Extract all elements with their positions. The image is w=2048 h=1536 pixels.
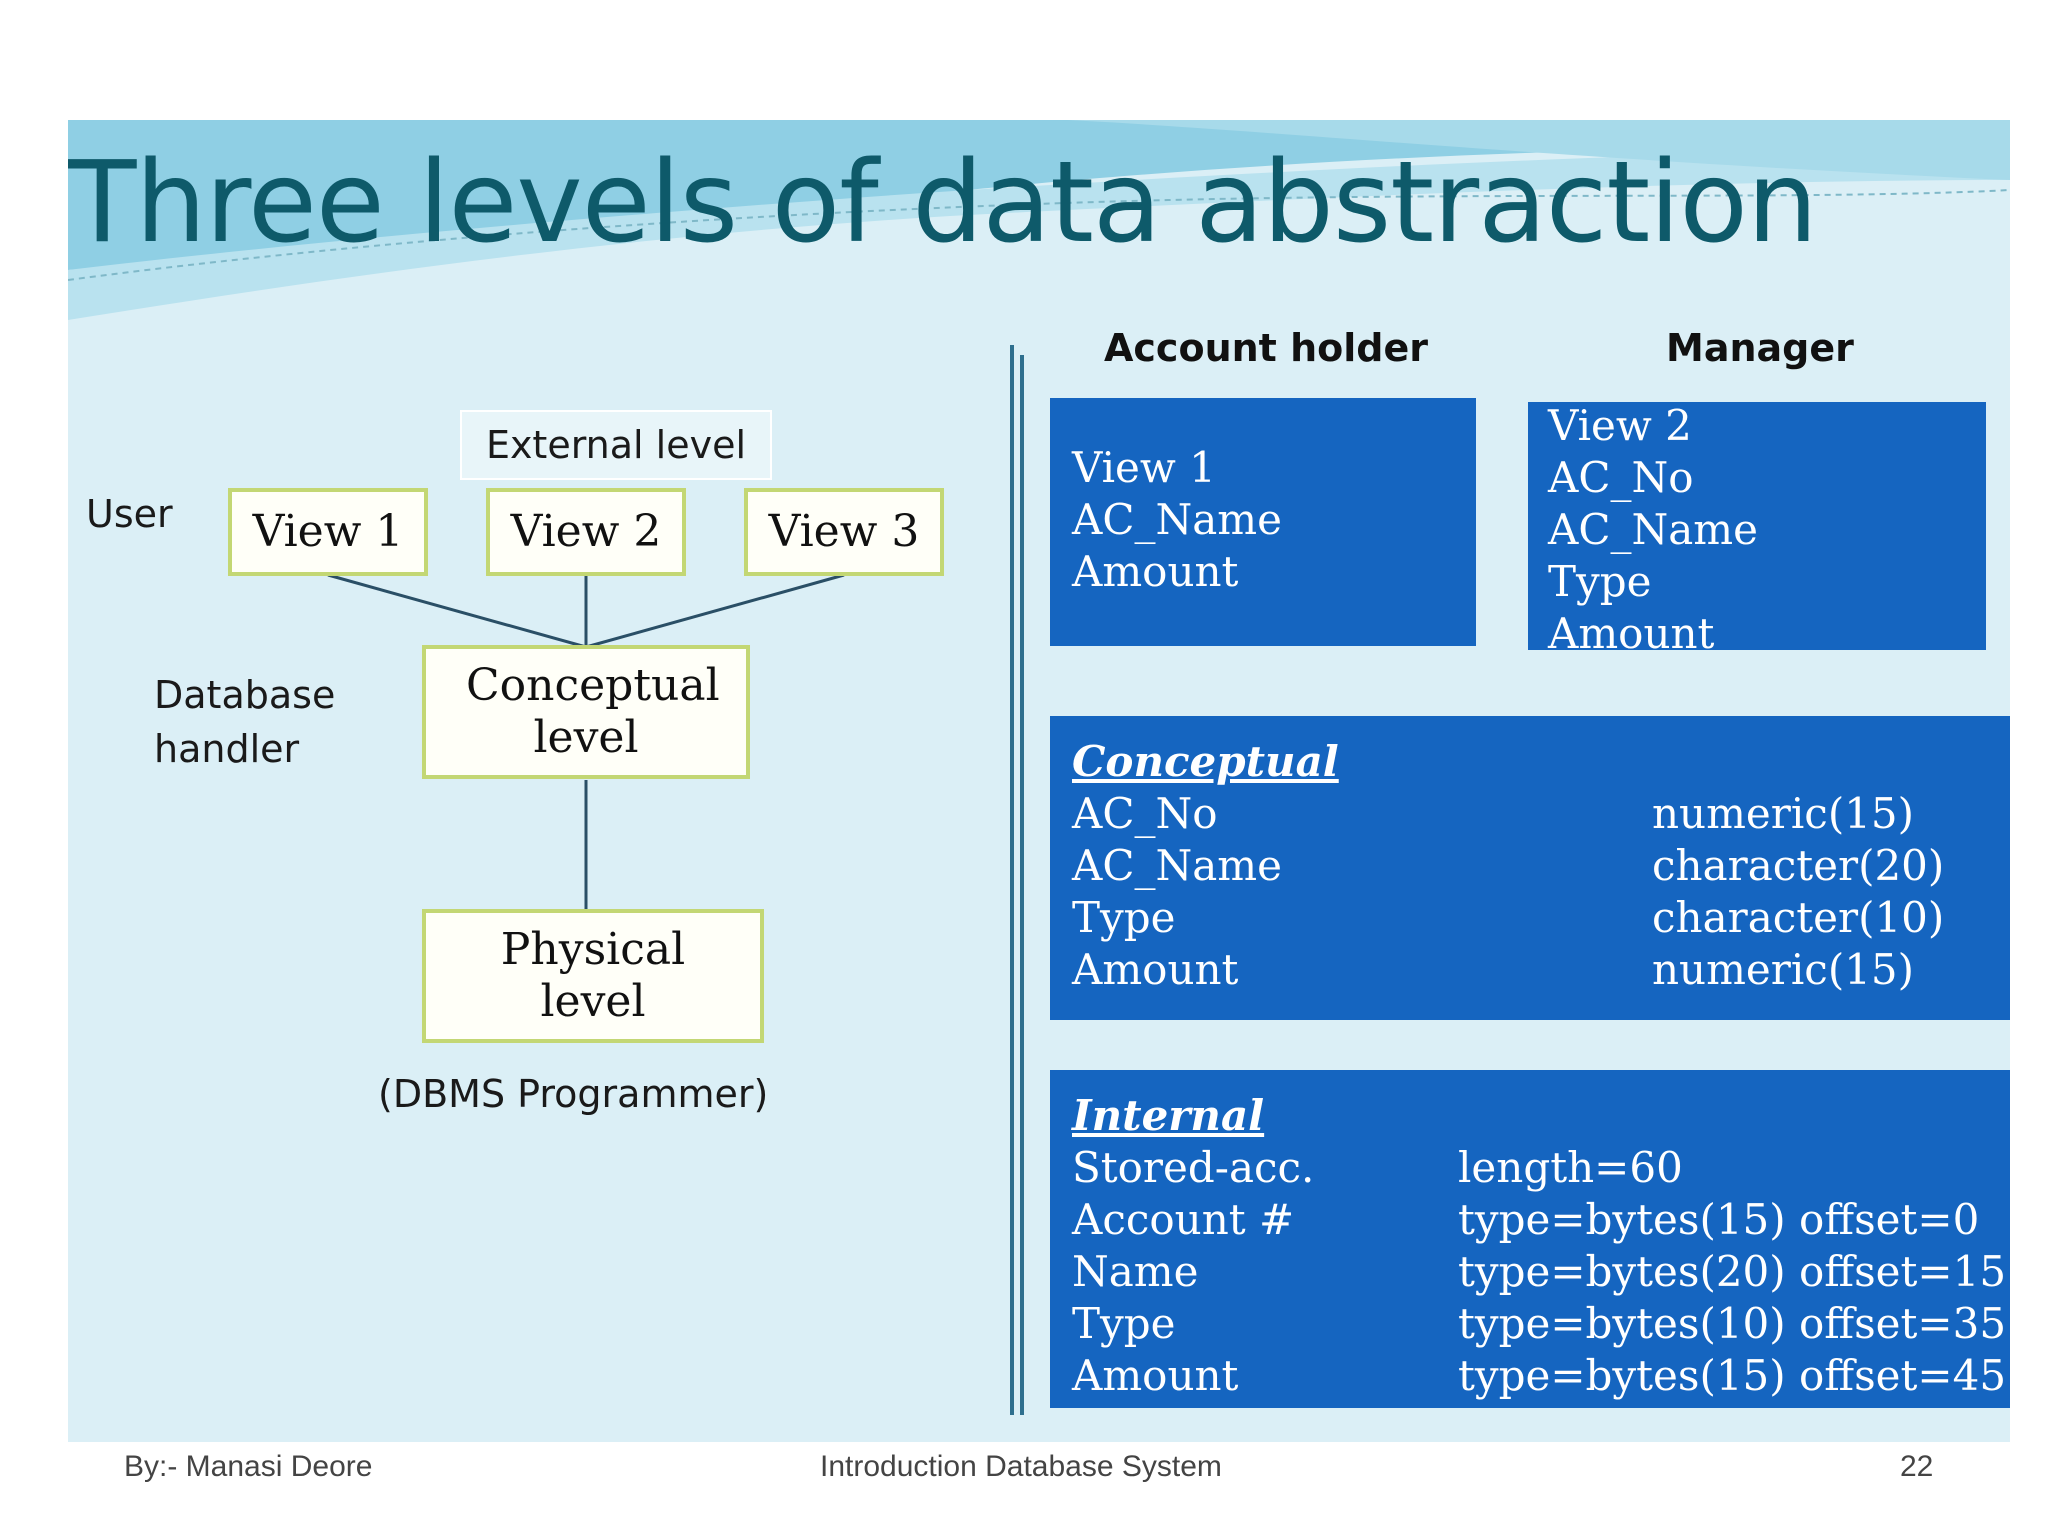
diagram-connectors [327, 573, 845, 910]
field-name: AC_Name [1072, 841, 1282, 890]
manager-field: AC_No [1548, 453, 1694, 502]
field-spec: type=bytes(20) offset=15 [1458, 1247, 2007, 1296]
account-holder-header: Account holder [1104, 326, 1428, 370]
physical-level-text: Physical level [500, 924, 686, 1027]
conceptual-schema-title: Conceptual [1072, 737, 1339, 786]
field-spec: type=bytes(15) offset=45 [1458, 1351, 2007, 1400]
physical-level-box: Physical level [422, 909, 764, 1043]
field-name: Name [1072, 1247, 1199, 1296]
view-2-box: View 2 [486, 488, 686, 576]
field-name: Type [1072, 893, 1176, 942]
internal-row: Type type=bytes(10) offset=35 [1072, 1298, 2010, 1350]
divider-line-2 [1020, 355, 1024, 1415]
view-3-box: View 3 [744, 488, 944, 576]
footer-page-number: 22 [1900, 1450, 1934, 1483]
field-name: Amount [1072, 945, 1239, 994]
account-holder-field: AC_Name [1072, 495, 1282, 544]
manager-view-title: View 2 [1548, 402, 1692, 450]
external-level-label: External level [460, 410, 772, 480]
manager-view-panel: View 2 AC_No AC_Name Type Amount [1528, 402, 1986, 650]
field-name: Account # [1072, 1195, 1295, 1244]
slide: Three levels of data abstraction Externa… [68, 120, 2010, 1442]
connector-view3 [585, 573, 845, 649]
manager-field: Amount [1548, 609, 1715, 650]
field-name: Type [1072, 1299, 1176, 1348]
conceptual-row: AC_No numeric(15) [1072, 788, 2010, 840]
view-1-box: View 1 [228, 488, 428, 576]
internal-row: Name type=bytes(20) offset=15 [1072, 1246, 2010, 1298]
footer-course: Introduction Database System [820, 1450, 1222, 1483]
conceptual-row: Amount numeric(15) [1072, 944, 2010, 996]
manager-field: Type [1548, 557, 1652, 606]
internal-row: Account # type=bytes(15) offset=0 [1072, 1194, 2010, 1246]
field-type: numeric(15) [1652, 945, 1915, 994]
manager-field: AC_Name [1548, 505, 1758, 554]
conceptual-row: Type character(10) [1072, 892, 2010, 944]
internal-schema-title: Internal [1072, 1091, 1265, 1140]
account-holder-view-title: View 1 [1072, 443, 1216, 492]
field-spec: length=60 [1458, 1143, 1683, 1192]
divider-line-1 [1010, 345, 1014, 1415]
field-type: character(10) [1652, 893, 1945, 942]
field-spec: type=bytes(10) offset=35 [1458, 1299, 2007, 1348]
footer-author: By:- Manasi Deore [124, 1450, 373, 1483]
field-name: AC_No [1072, 789, 1218, 838]
internal-schema-panel: Internal Stored-acc. length=60 Account # t… [1050, 1070, 2010, 1408]
internal-row: Amount type=bytes(15) offset=45 [1072, 1350, 2010, 1402]
account-holder-field: Amount [1072, 547, 1239, 596]
internal-row: Stored-acc. length=60 [1072, 1142, 2010, 1194]
conceptual-row: AC_Name character(20) [1072, 840, 2010, 892]
account-holder-view-panel: View 1 AC_Name Amount [1050, 398, 1476, 646]
database-handler-label: Database handler [154, 673, 336, 771]
field-spec: type=bytes(15) offset=0 [1458, 1195, 1980, 1244]
field-type: character(20) [1652, 841, 1945, 890]
connector-view1 [327, 573, 587, 649]
conceptual-level-box: Conceptual level [422, 645, 750, 779]
user-label: User [86, 492, 173, 536]
field-name: Stored-acc. [1072, 1143, 1315, 1192]
field-type: numeric(15) [1652, 789, 1915, 838]
conceptual-level-text: Conceptual level [466, 660, 720, 763]
dbms-programmer-label: (DBMS Programmer) [378, 1072, 769, 1116]
manager-header: Manager [1666, 326, 1854, 370]
field-name: Amount [1072, 1351, 1239, 1400]
title-swoosh-decoration [68, 120, 2010, 320]
slide-title: Three levels of data abstraction [68, 138, 1818, 268]
